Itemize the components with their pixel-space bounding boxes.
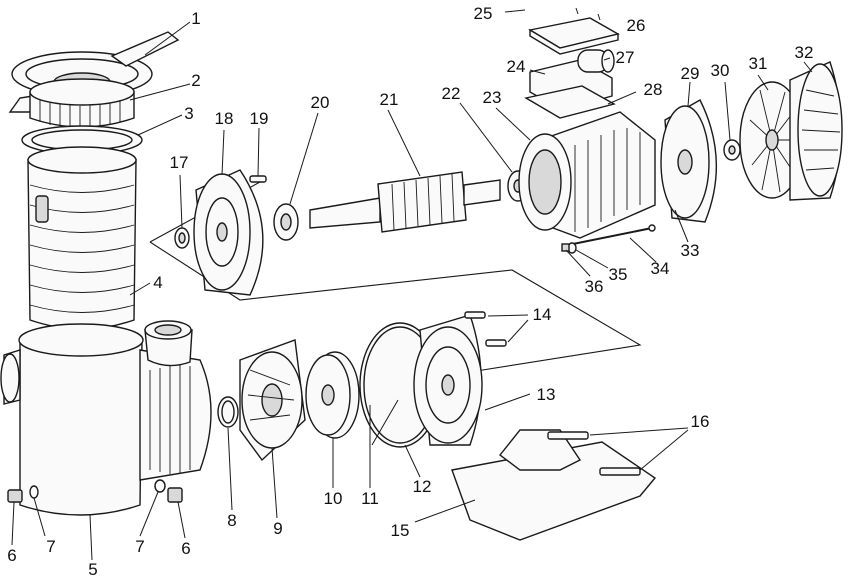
fan-washer <box>723 139 741 161</box>
motor-base <box>451 429 657 541</box>
rotor-shaft <box>309 171 501 233</box>
label-4: 4 <box>153 273 162 292</box>
label-27: 27 <box>616 48 635 67</box>
front-bearing-ring <box>174 227 190 249</box>
label-17: 17 <box>170 153 189 172</box>
drain-plug-left <box>7 485 39 503</box>
strainer-basket <box>27 146 137 330</box>
strainer-cover <box>29 78 135 128</box>
label-15: 15 <box>391 521 410 540</box>
drain-plug-right <box>154 479 183 503</box>
label-6b: 6 <box>181 539 190 558</box>
label-30: 30 <box>711 61 730 80</box>
motor-rear-cover <box>660 99 717 223</box>
front-bearing <box>273 203 299 241</box>
stator-housing <box>518 111 656 239</box>
label-31: 31 <box>749 54 768 73</box>
terminal-box-cover <box>528 17 620 55</box>
label-33: 33 <box>681 241 700 260</box>
diffuser <box>239 339 306 462</box>
seal-plate <box>413 314 483 446</box>
label-9: 9 <box>273 519 282 538</box>
capacitor <box>577 49 615 73</box>
pump-housing <box>0 320 212 516</box>
label-35: 35 <box>609 265 628 284</box>
base-bolts <box>547 431 641 476</box>
label-19: 19 <box>250 109 269 128</box>
label-29: 29 <box>681 64 700 83</box>
seal-plate-screws <box>464 311 507 347</box>
label-6a: 6 <box>7 546 16 565</box>
label-23: 23 <box>483 88 502 107</box>
label-24: 24 <box>507 57 526 76</box>
tie-rods <box>567 224 656 246</box>
label-10: 10 <box>324 489 343 508</box>
label-16: 16 <box>691 412 710 431</box>
label-7a: 7 <box>46 537 55 556</box>
label-36: 36 <box>585 277 604 296</box>
label-21: 21 <box>380 90 399 109</box>
label-5: 5 <box>88 560 97 577</box>
fan-cover <box>789 61 843 201</box>
label-11: 11 <box>361 489 379 508</box>
label-34: 34 <box>651 259 670 278</box>
label-14: 14 <box>533 305 552 324</box>
impeller <box>305 351 360 439</box>
flange-screw <box>249 175 267 183</box>
label-25: 25 <box>474 4 493 23</box>
label-28: 28 <box>644 80 663 99</box>
label-20: 20 <box>311 93 330 112</box>
part-labels: 1 2 3 4 5 6 7 7 6 8 9 10 11 12 13 14 15 … <box>7 4 813 577</box>
label-3: 3 <box>184 104 193 123</box>
label-32: 32 <box>795 43 814 62</box>
label-26: 26 <box>627 16 646 35</box>
label-7b: 7 <box>135 537 144 556</box>
label-13: 13 <box>537 385 556 404</box>
label-8: 8 <box>227 511 236 530</box>
leader-lines <box>11 21 813 561</box>
label-12: 12 <box>413 477 432 496</box>
label-2: 2 <box>191 71 200 90</box>
label-18: 18 <box>215 109 234 128</box>
label-1: 1 <box>191 9 200 28</box>
tie-rod-nut <box>561 243 570 252</box>
motor-front-flange <box>193 169 264 296</box>
label-22: 22 <box>442 84 461 103</box>
diffuser-o-ring <box>217 396 239 428</box>
